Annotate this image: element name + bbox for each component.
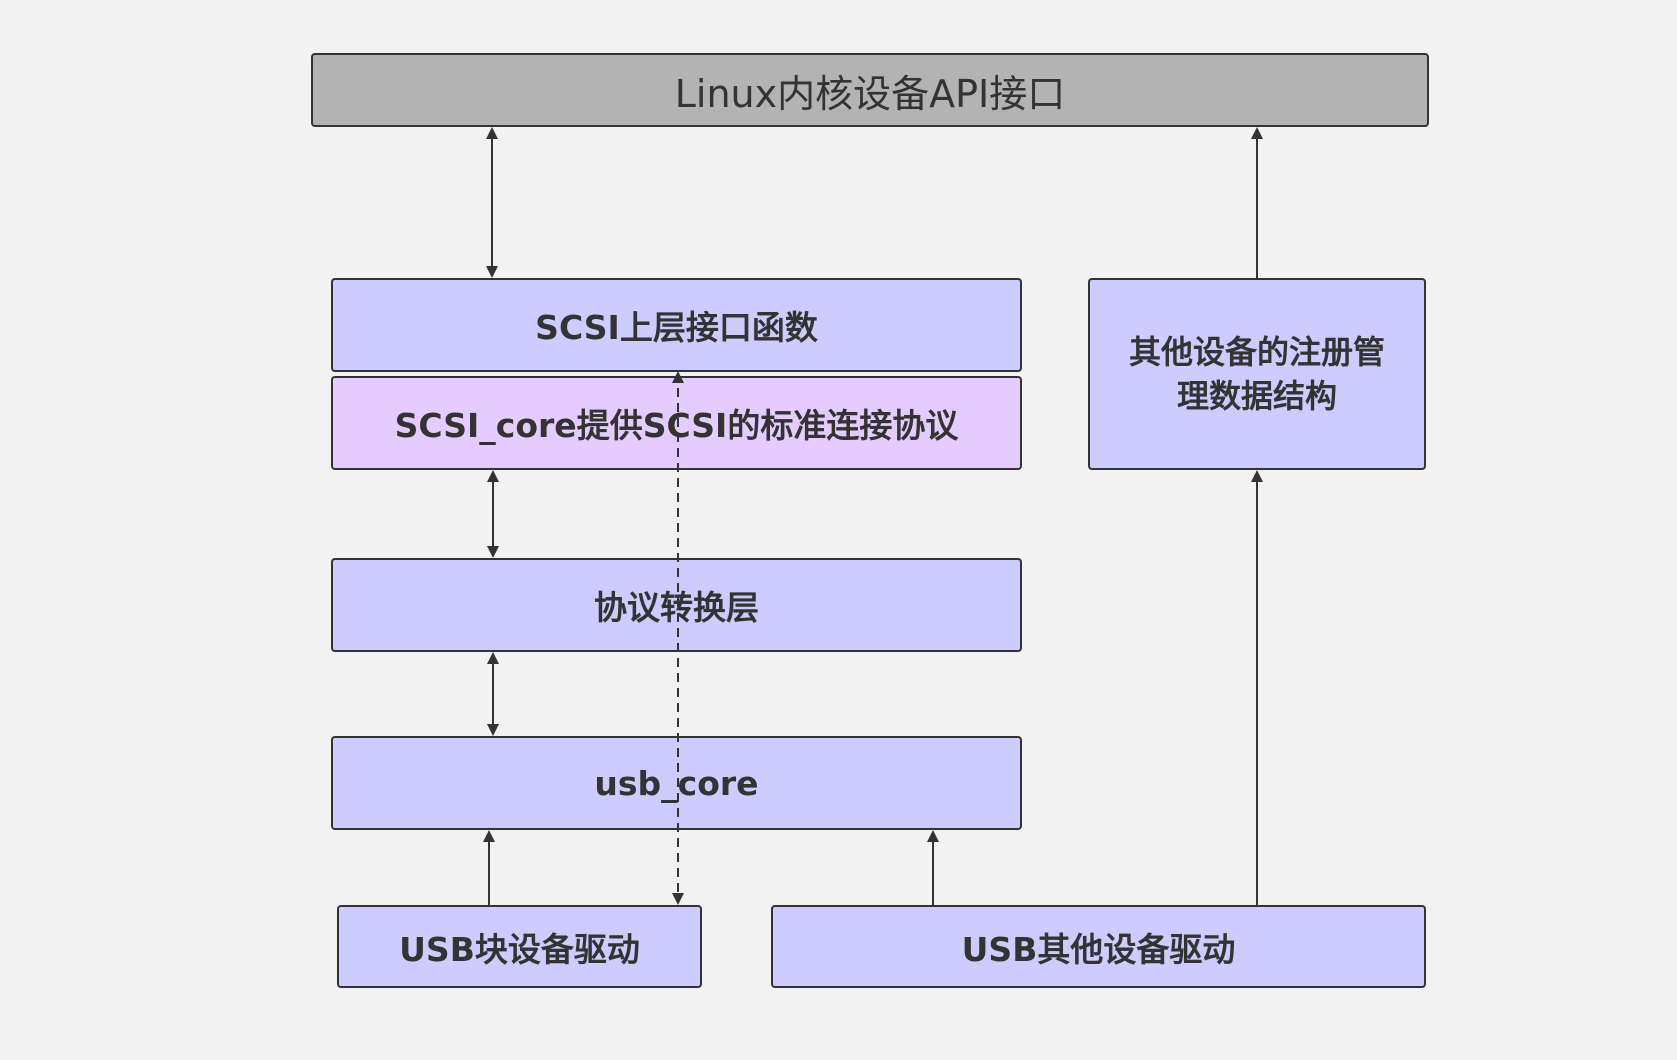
scsi-core-box: SCSI_core提供SCSI的标准连接协议: [331, 376, 1022, 470]
protocol-conversion-label: 协议转换层: [594, 588, 759, 627]
other-device-registry-box: 其他设备的注册管 理数据结构: [1088, 278, 1426, 470]
usb-block-driver-box: USB块设备驱动: [337, 905, 702, 988]
usb-core-box: usb_core: [331, 736, 1022, 830]
linux-api-box: Linux内核设备API接口: [311, 53, 1429, 127]
other-device-registry-label-line1: 其他设备的注册管: [1128, 333, 1385, 371]
usb-core-label: usb_core: [594, 763, 759, 803]
scsi-upper-interface-label: SCSI上层接口函数: [535, 308, 818, 347]
scsi-upper-interface-box: SCSI上层接口函数: [331, 278, 1022, 372]
usb-other-driver-box: USB其他设备驱动: [771, 905, 1426, 988]
usb-other-driver-label: USB其他设备驱动: [961, 929, 1236, 969]
protocol-conversion-box: 协议转换层: [331, 558, 1022, 652]
other-device-registry-label-line2: 理数据结构: [1176, 377, 1337, 415]
usb-block-driver-label: USB块设备驱动: [399, 929, 640, 969]
scsi-core-label: SCSI_core提供SCSI的标准连接协议: [394, 406, 959, 445]
linux-api-label: Linux内核设备API接口: [674, 71, 1066, 116]
